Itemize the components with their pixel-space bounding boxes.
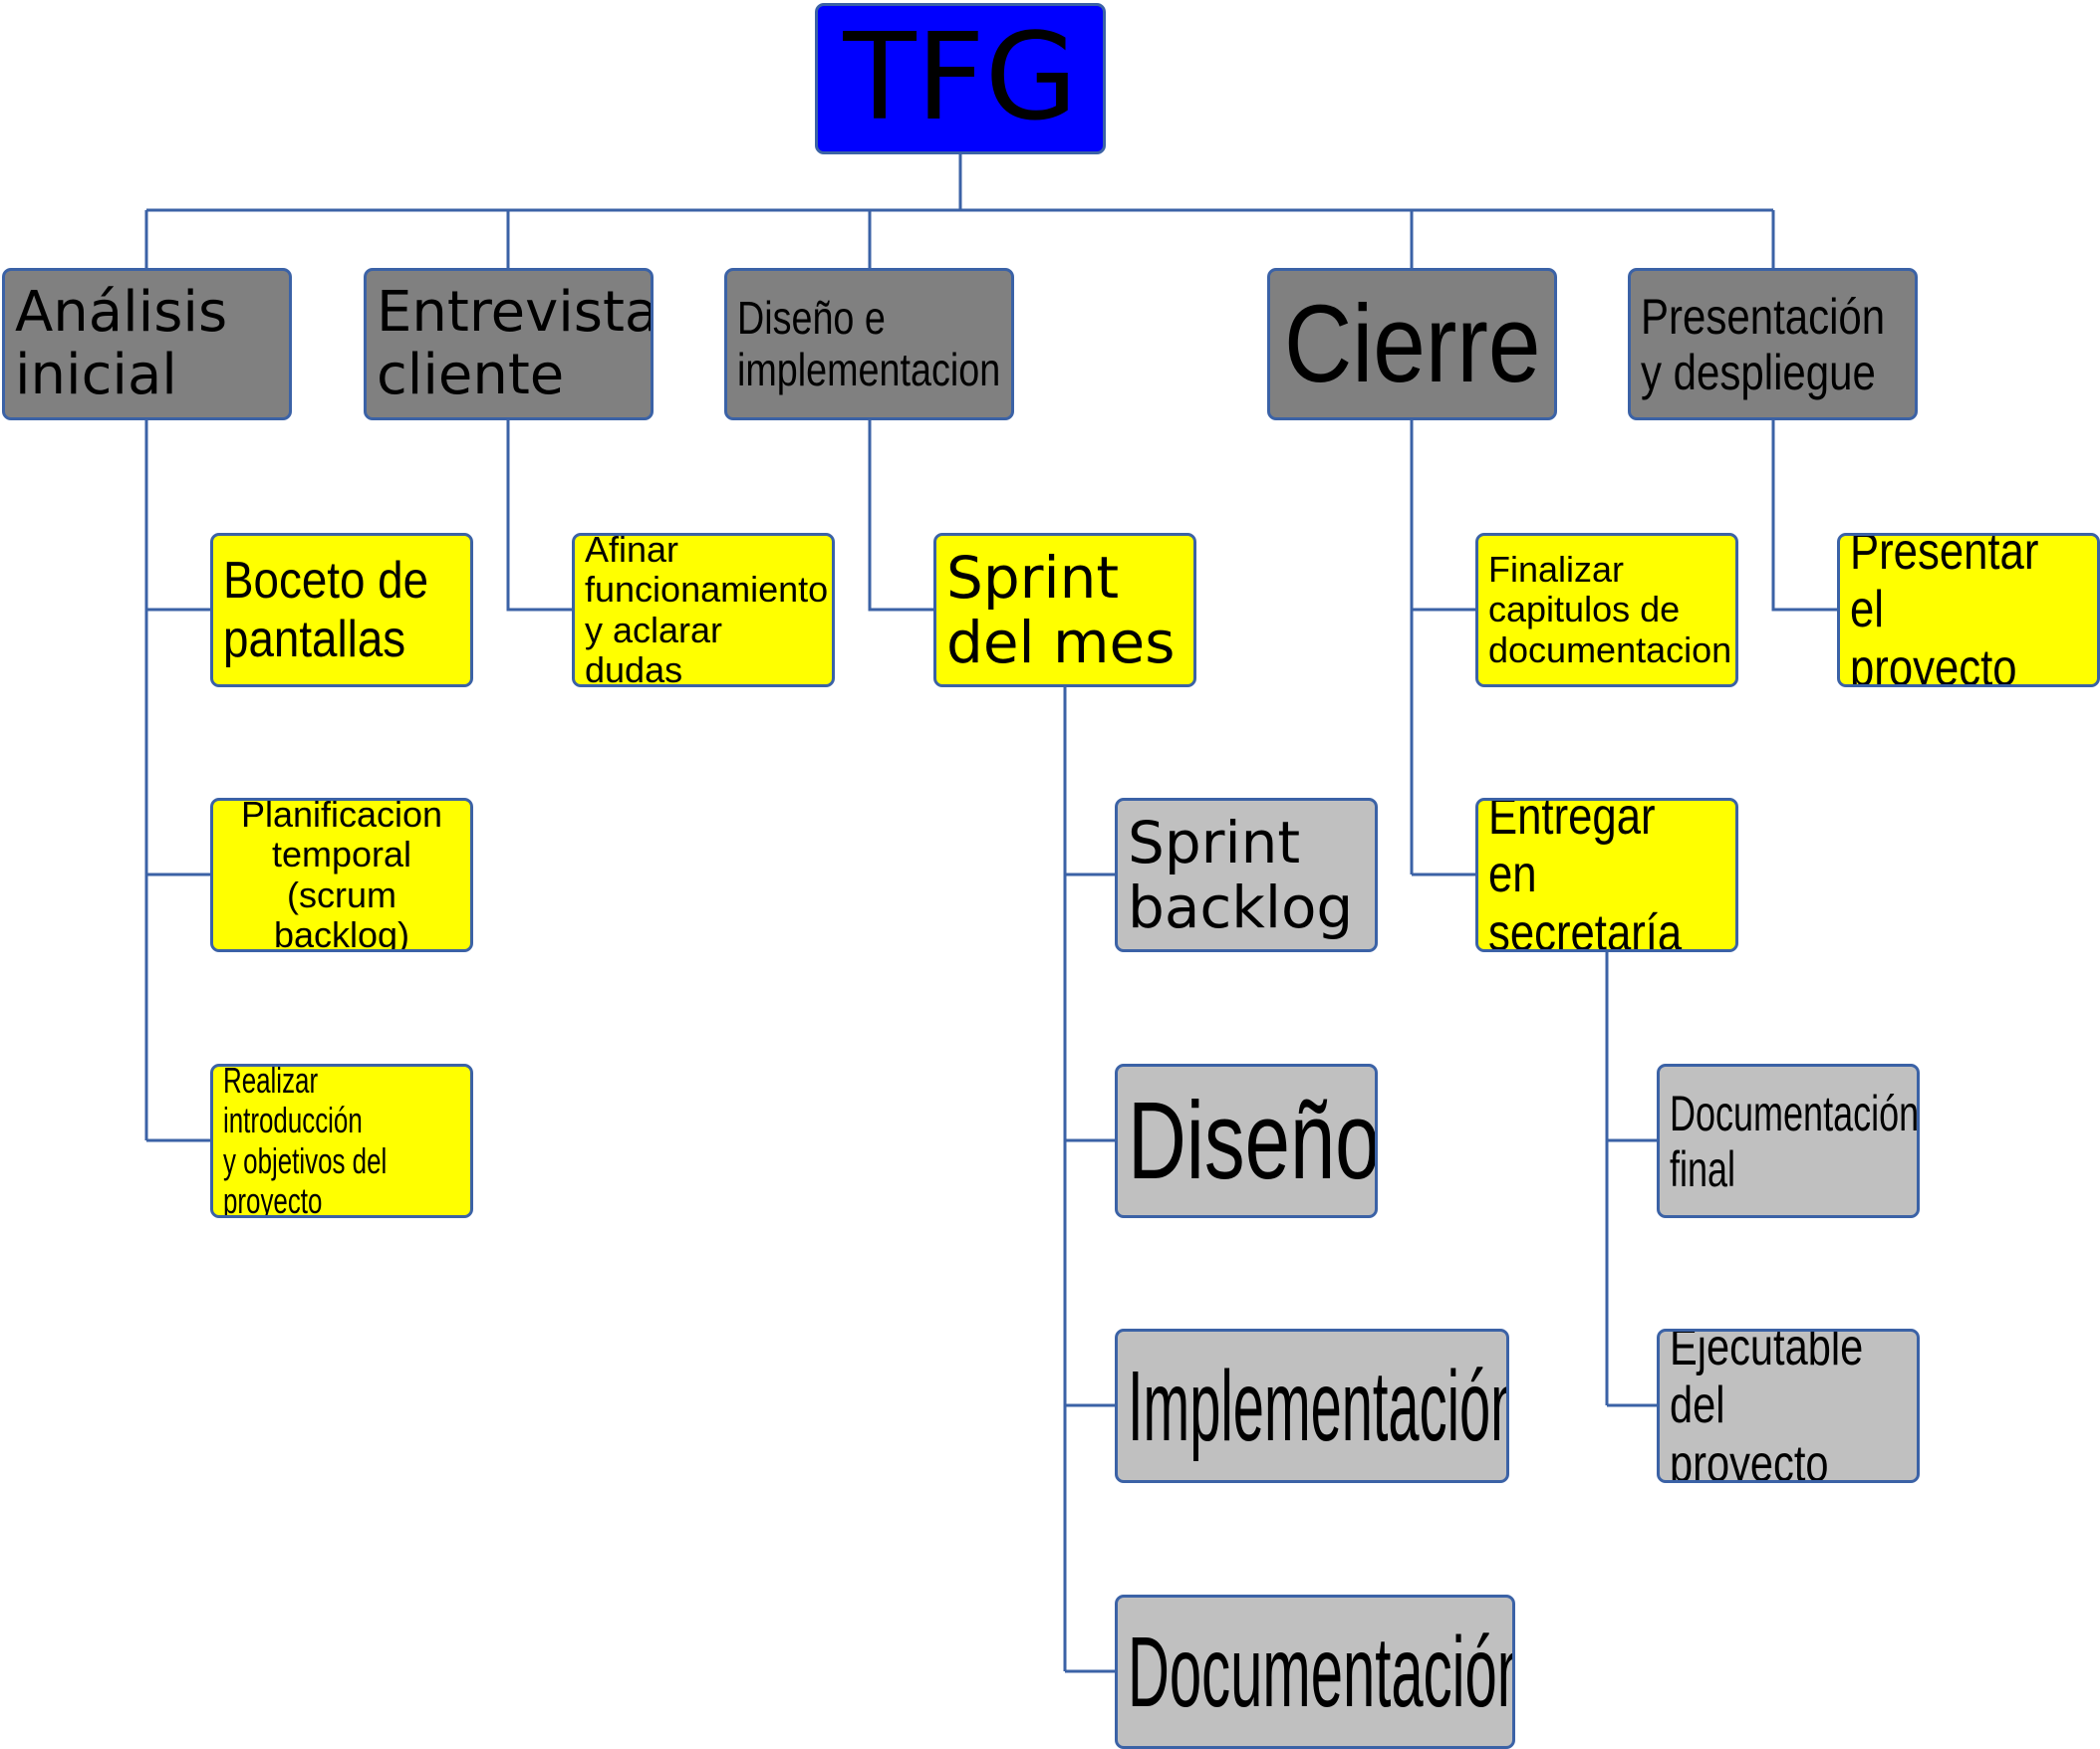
node-tfg: TFG: [815, 3, 1106, 154]
node-tfg-label: TFG: [843, 9, 1078, 147]
node-presentar-proyecto: Presentar el proyecto: [1837, 533, 2100, 687]
node-finalizar-capitulos-label: Finalizar capitulos de documentacion: [1488, 549, 1732, 670]
node-boceto-pantallas-label: Boceto de pantallas: [223, 552, 429, 668]
node-ejecutable-proyecto: Ejecutable del proyecto: [1657, 1329, 1920, 1483]
node-presentacion-despliegue: Presentación y despliegue: [1628, 268, 1918, 420]
node-afinar-funcionamiento-label: Afinar funcionamiento y aclarar dudas: [585, 533, 829, 687]
node-diseno-implementacion: Diseño e implementacion: [724, 268, 1014, 420]
node-documentacion-final-label: Documentación final: [1670, 1085, 1920, 1197]
node-diseno-label: Diseño: [1128, 1079, 1378, 1202]
node-cierre-label: Cierre: [1283, 282, 1541, 405]
node-afinar-funcionamiento: Afinar funcionamiento y aclarar dudas: [572, 533, 835, 687]
node-planificacion-temporal-label: Planificacion temporal (scrum backlog): [240, 798, 443, 952]
node-documentacion-final: Documentación final: [1657, 1064, 1920, 1218]
node-entrevista-cliente: Entrevista cliente: [364, 268, 654, 420]
connector-to-presentar: [1771, 420, 1837, 612]
node-entregar-secretaria-label: Entregar en secretaría: [1488, 798, 1683, 952]
connector-to-sprint-mes: [868, 420, 933, 612]
node-entrevista-cliente-label: Entrevista cliente: [377, 279, 654, 407]
node-implementacion-label: Implementación: [1128, 1350, 1509, 1462]
node-documentacion: Documentación: [1115, 1595, 1515, 1749]
node-boceto-pantallas: Boceto de pantallas: [210, 533, 473, 687]
node-realizar-introduccion-label: Realizar introducción y objetivos del pr…: [223, 1064, 388, 1218]
node-planificacion-temporal: Planificacion temporal (scrum backlog): [210, 798, 473, 952]
node-entregar-secretaria: Entregar en secretaría: [1475, 798, 1738, 952]
node-diseno-implementacion-label: Diseño e implementacion: [737, 291, 1001, 395]
node-presentacion-despliegue-label: Presentación y despliegue: [1641, 288, 1886, 400]
node-analisis-inicial-label: Análisis inicial: [15, 279, 228, 407]
node-sprint-backlog-label: Sprint backlog: [1128, 808, 1354, 941]
node-diseno: Diseño: [1115, 1064, 1378, 1218]
node-implementacion: Implementación: [1115, 1329, 1509, 1483]
node-realizar-introduccion: Realizar introducción y objetivos del pr…: [210, 1064, 473, 1218]
node-presentar-proyecto-label: Presentar el proyecto: [1850, 533, 2039, 687]
node-analisis-inicial: Análisis inicial: [2, 268, 292, 420]
node-sprint-del-mes-label: Sprint del mes: [946, 543, 1176, 676]
node-sprint-backlog: Sprint backlog: [1115, 798, 1378, 952]
node-cierre: Cierre: [1267, 268, 1557, 420]
node-sprint-del-mes: Sprint del mes: [933, 533, 1196, 687]
node-ejecutable-proyecto-label: Ejecutable del proyecto: [1670, 1329, 1864, 1483]
connector-to-afinar: [506, 420, 572, 612]
node-finalizar-capitulos: Finalizar capitulos de documentacion: [1475, 533, 1738, 687]
node-documentacion-label: Documentación: [1128, 1616, 1515, 1728]
